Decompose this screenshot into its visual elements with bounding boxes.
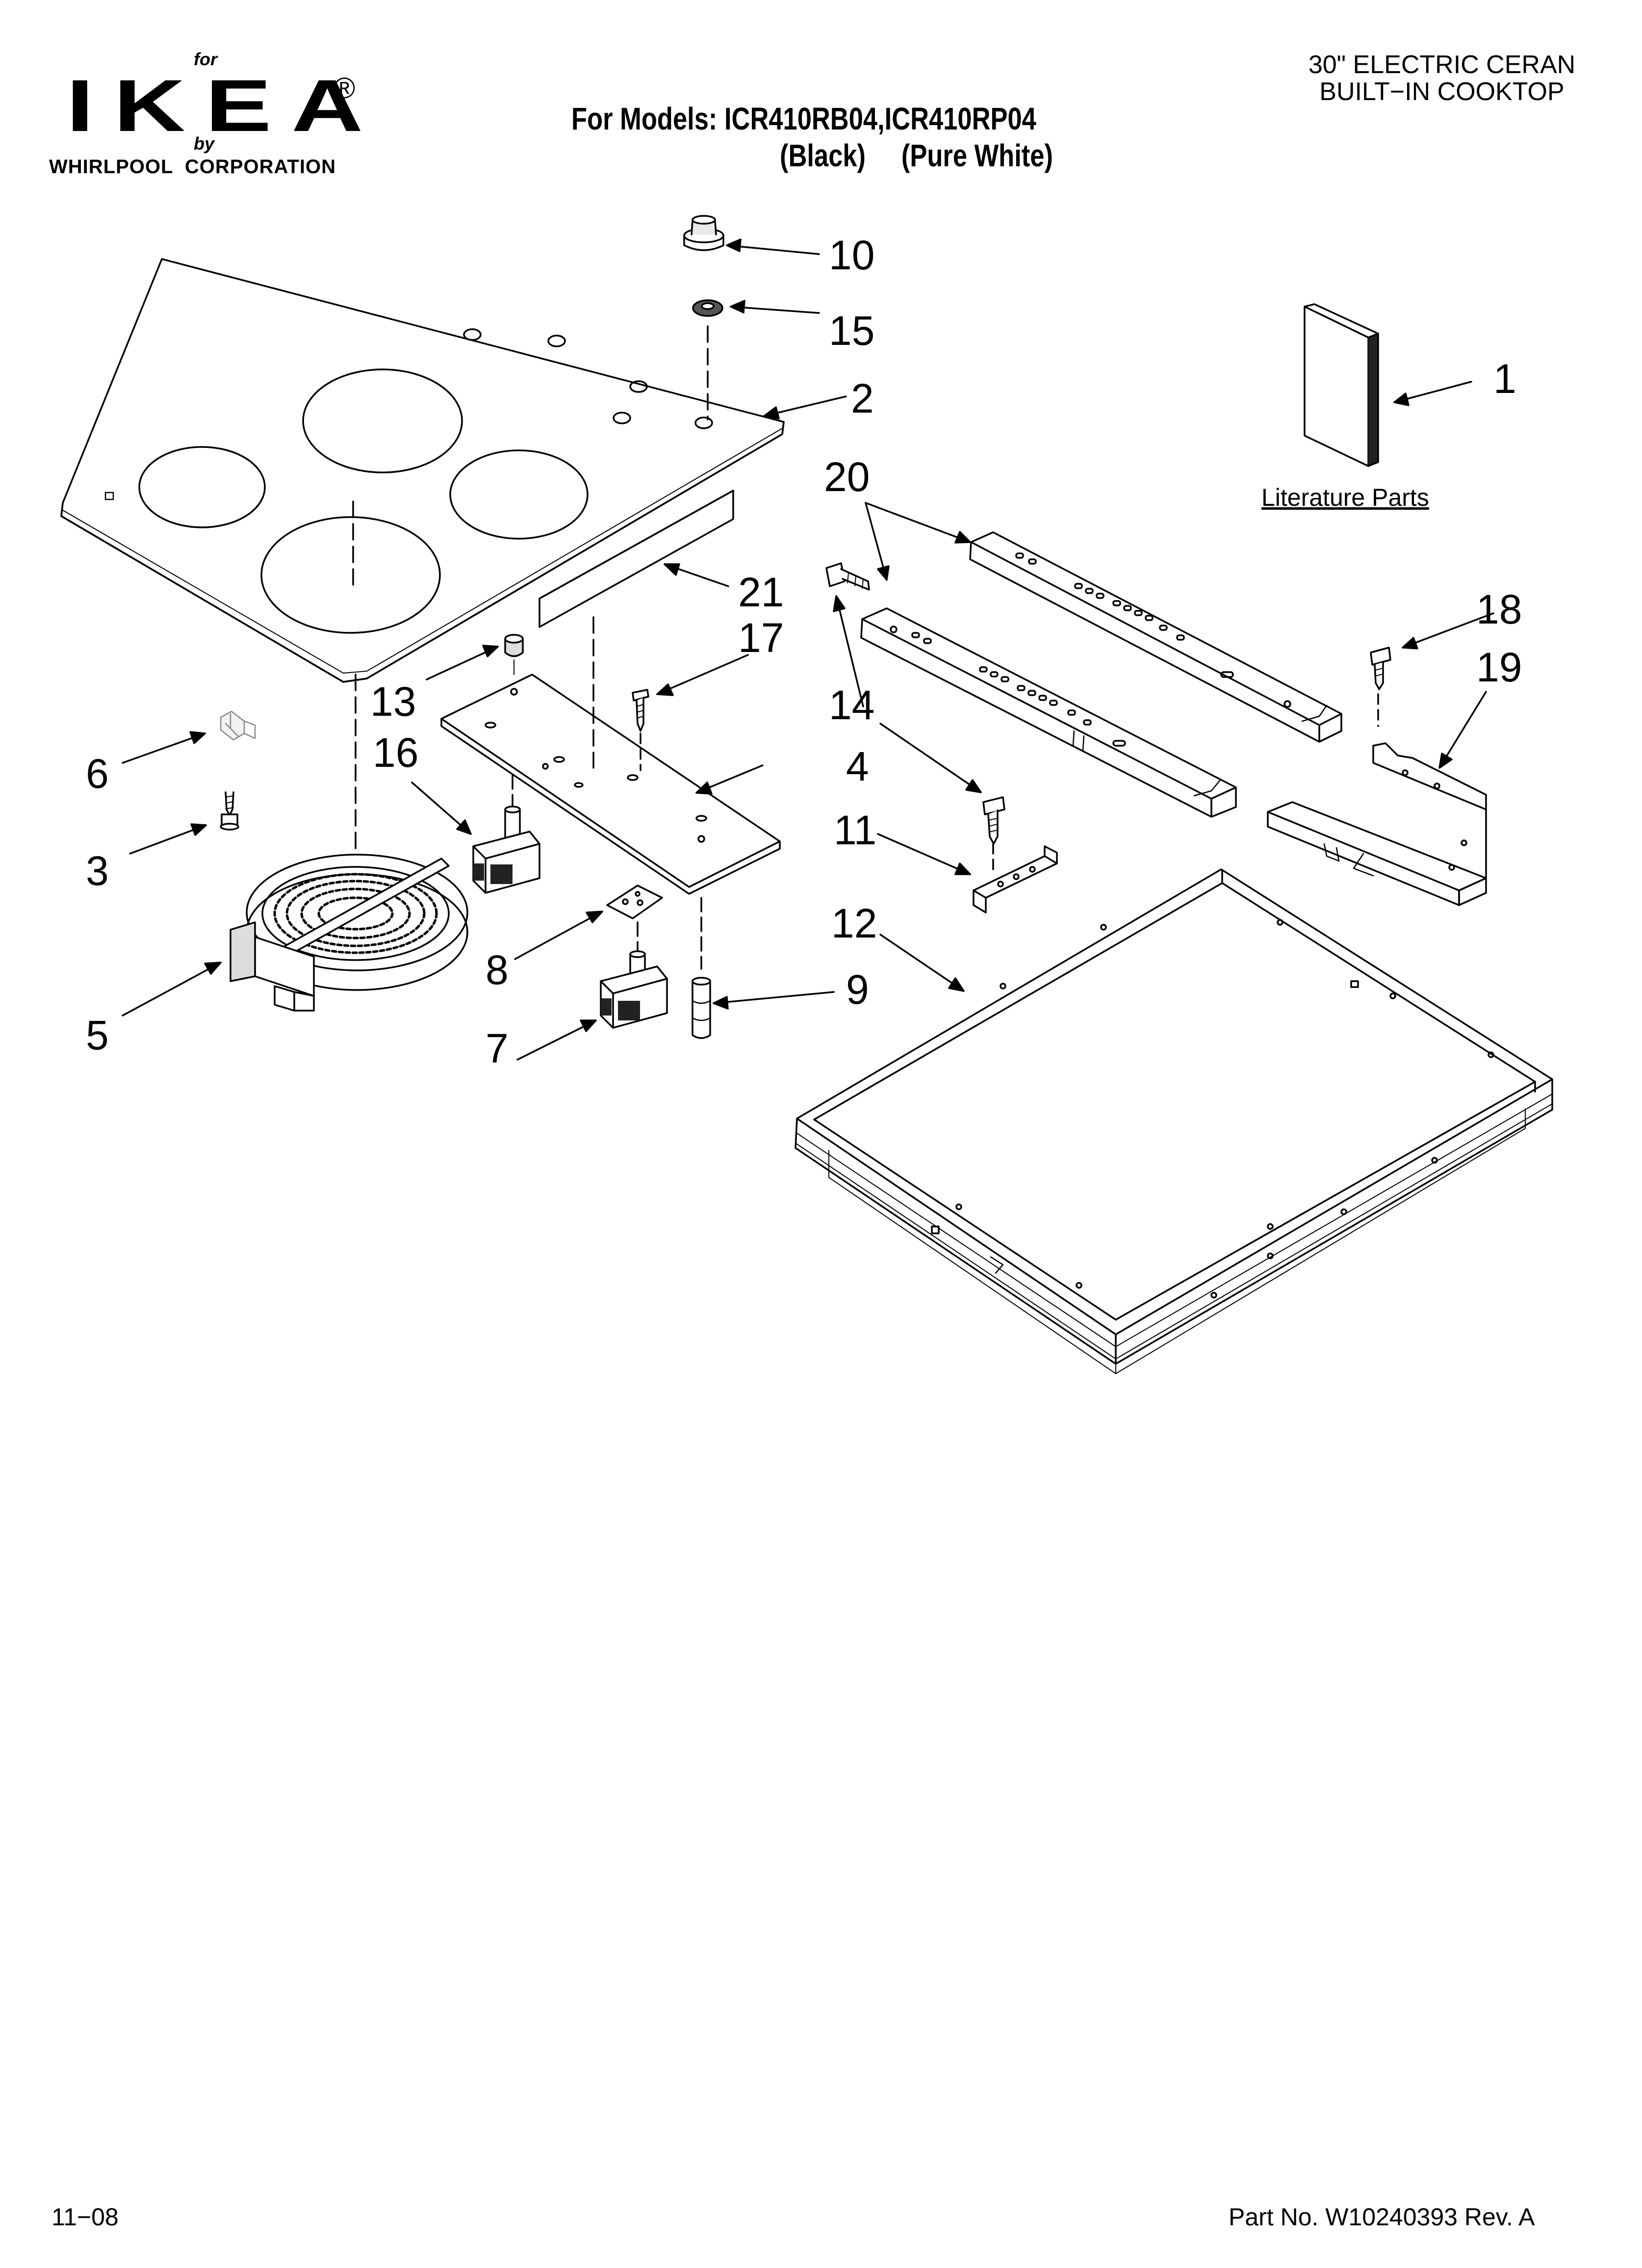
control-bracket-plate	[440, 674, 781, 895]
callout-13: 13	[370, 678, 416, 725]
product-line-1: 30" ELECTRIC CERAN	[1308, 51, 1576, 79]
knob-stem	[504, 634, 524, 675]
infinite-switch-16	[472, 774, 540, 894]
brand-corporation: WHIRLPOOL CORPORATION	[49, 156, 336, 178]
burner-ring-front-right	[260, 516, 441, 634]
part-number: Part No. W10240393 Rev. A	[1229, 2203, 1535, 2231]
leader-lines	[122, 238, 1494, 1061]
burner-ring-rear-left	[302, 368, 463, 473]
product-line-2: BUILT−IN COOKTOP	[1319, 77, 1565, 106]
callout-15: 15	[829, 308, 875, 354]
support-channel-rear	[969, 531, 1342, 743]
knob-bezel	[692, 299, 723, 317]
callout-4: 4	[846, 743, 869, 789]
base-pan	[795, 868, 1553, 1374]
callout-12: 12	[831, 900, 877, 946]
callout-16: 16	[373, 730, 419, 776]
callout-6: 6	[86, 751, 109, 797]
glass-cooktop	[60, 258, 785, 683]
callout-20: 20	[824, 454, 870, 500]
control-knob	[683, 215, 724, 251]
burner-ring-rear-right	[449, 449, 589, 540]
callout-1: 1	[1493, 356, 1516, 402]
literature-parts-label: Literature Parts	[1261, 484, 1429, 511]
screw-17	[632, 689, 649, 732]
infinite-switch-7	[600, 921, 668, 1029]
bolt-14-lower	[982, 796, 1005, 845]
models-line-2: (Black) (Pure White)	[780, 138, 1053, 173]
burner-ring-front-left	[138, 446, 266, 528]
callout-7: 7	[486, 1025, 509, 1071]
callout-3: 3	[86, 848, 109, 894]
bolt-14-top	[825, 562, 870, 591]
callout-14: 14	[829, 682, 875, 728]
callout-11: 11	[834, 807, 877, 853]
ikea-logo: IKEA	[66, 64, 383, 147]
callout-8: 8	[486, 947, 509, 993]
callout-19: 19	[1476, 644, 1522, 690]
radiant-heating-element	[230, 674, 468, 1012]
trim-strip	[539, 490, 734, 628]
callout-10: 10	[829, 232, 875, 278]
brand-for-text: for	[194, 49, 217, 69]
callout-21: 21	[738, 569, 784, 615]
switch-spacer-plate	[606, 885, 663, 919]
mounting-clip	[220, 710, 256, 741]
models-line-1: For Models: ICR410RB04,ICR410RP04	[571, 101, 1036, 136]
switch-shaft	[692, 897, 711, 1039]
side-bracket	[1267, 742, 1487, 906]
registered-mark: ®	[334, 72, 356, 104]
product-title: 30" ELECTRIC CERAN BUILT−IN COOKTOP	[1270, 52, 1614, 105]
callout-9: 9	[846, 966, 869, 1013]
brand-by-text: by	[194, 133, 215, 154]
callout-2: 2	[851, 375, 874, 421]
support-channel-front	[860, 607, 1237, 818]
revision-date: 11−08	[51, 2203, 119, 2231]
literature-booklet	[1304, 303, 1379, 467]
callout-17: 17	[738, 615, 784, 661]
screw-18	[1370, 647, 1391, 690]
callout-5: 5	[86, 1012, 109, 1058]
callout-18: 18	[1476, 586, 1522, 632]
small-bracket	[973, 845, 1058, 913]
screw-3	[220, 791, 239, 831]
